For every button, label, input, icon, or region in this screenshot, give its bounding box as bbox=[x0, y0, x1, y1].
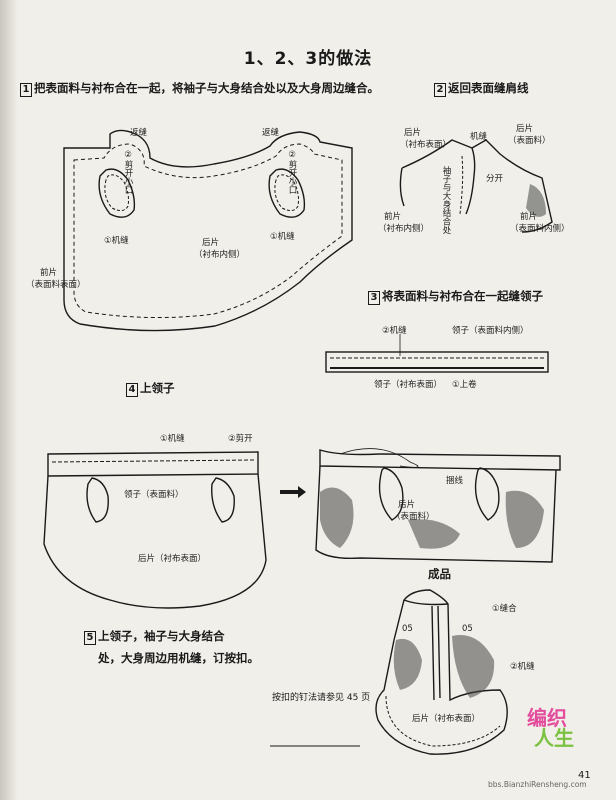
s3-label-lingzi: 领子（表面料内侧） bbox=[452, 326, 529, 336]
site-url: bbs.BianzhiRensheng.com bbox=[488, 780, 587, 789]
logo-line-1: 编织 bbox=[527, 706, 567, 730]
step-3-collar-strip bbox=[325, 351, 549, 373]
s4r-label-houpian-b: （表面料） bbox=[392, 512, 435, 522]
step-1-inner-seam bbox=[73, 143, 343, 319]
step-1-text: 把表面料与衬布合在一起，将袖子与大身结合处以及大身周边缝合。 bbox=[34, 81, 379, 95]
step-2-number: 2 bbox=[434, 83, 446, 97]
s2-label-qianpian-left: 前片 bbox=[384, 212, 402, 222]
step-5-text-line2: 处，大身周边用机缝，订按扣。 bbox=[98, 651, 259, 665]
snap-button-note: 按扣的钉法请参见 45 页 bbox=[272, 693, 371, 703]
step-4-right-armhole-r bbox=[474, 467, 500, 521]
s3-label-lingzi-b: 领子（衬布表面） bbox=[374, 380, 443, 390]
step-5-number: 5 bbox=[84, 631, 96, 645]
finished-hem-stitch bbox=[385, 695, 501, 747]
label-qianpian-1b: （表面料表面） bbox=[26, 280, 86, 290]
step-3-number: 3 bbox=[368, 291, 380, 305]
finished-label-jifeng: ②机缝 bbox=[510, 662, 535, 672]
s2-label-vertical: 袖子与大身结合处 bbox=[441, 166, 451, 234]
s2-label-houpian-right: 后片 bbox=[516, 124, 534, 134]
label-jifeng-left: ①机缝 bbox=[104, 236, 129, 246]
step-2-text: 返回表面缝肩线 bbox=[448, 81, 529, 95]
step-4-text: 上领子 bbox=[140, 381, 175, 395]
s2-label-qianpian-right-b: （表面料内侧） bbox=[510, 224, 570, 234]
step-1-armhole-left bbox=[98, 168, 136, 218]
label-jifeng-right: ①机缝 bbox=[270, 232, 295, 242]
s2-label-fenkai: 分开 bbox=[486, 174, 504, 184]
step-4-right-collar bbox=[319, 449, 561, 471]
s2-label-houpian-left: 后片 bbox=[404, 128, 422, 138]
s2-label-qianpian-right: 前片 bbox=[520, 212, 538, 222]
step-1-armhole-right-stitch bbox=[274, 174, 299, 212]
label-cut-right: ②剪开小口 bbox=[287, 150, 297, 194]
finished-garment-outline bbox=[375, 589, 508, 755]
step-4-right-armhole-l bbox=[378, 467, 404, 521]
finished-front-edge bbox=[431, 605, 441, 701]
s4-label-houpian: 后片（衬布表面） bbox=[138, 554, 207, 564]
step-4-arrow bbox=[280, 486, 306, 498]
step-4-right-thread bbox=[339, 448, 419, 468]
finished-label-05-left: 05 bbox=[402, 624, 413, 634]
step-4-right-body bbox=[315, 465, 557, 563]
step-4-body bbox=[43, 473, 267, 609]
logo-line-2: 人生 bbox=[534, 726, 574, 750]
step-4-armhole-left bbox=[86, 477, 109, 523]
step-1-armhole-right bbox=[268, 168, 306, 218]
step-1-number: 1 bbox=[20, 83, 32, 97]
step-1-armhole-left-stitch bbox=[104, 174, 129, 212]
step-2-center-seam bbox=[459, 155, 464, 215]
finished-collar bbox=[403, 599, 449, 606]
step-4-right-shade-1 bbox=[320, 487, 354, 548]
s4r-label-chuangfeng: 捆线 bbox=[446, 476, 464, 486]
step-2-right-shade bbox=[526, 184, 546, 217]
step-4-number: 4 bbox=[126, 383, 138, 397]
s4-label-jiankai: ②剪开 bbox=[228, 434, 253, 444]
finished-shade-right bbox=[452, 635, 495, 698]
s4-label-jifeng: ①机缝 bbox=[160, 434, 185, 444]
s3-label-shangjuan: ①上卷 bbox=[452, 380, 477, 390]
step-4-right-shade-2 bbox=[408, 519, 460, 549]
step-4-right-shade-3 bbox=[505, 490, 544, 548]
step-4-collar bbox=[47, 451, 259, 477]
page-number: 41 bbox=[578, 770, 591, 781]
page-title: 1、2、3的做法 bbox=[243, 49, 373, 69]
finished-shade-left bbox=[393, 638, 422, 690]
finished-label-houpian: 后片（衬布表面） bbox=[412, 714, 481, 724]
step-2-shoulder-outline bbox=[399, 139, 553, 233]
finished-heading: 成品 bbox=[428, 567, 451, 581]
s2-label-houpian-left-b: （衬布表面） bbox=[400, 140, 452, 150]
label-houpian-1b: （衬布内侧） bbox=[194, 250, 246, 260]
s2-label-jifeng: 机缝 bbox=[470, 132, 488, 142]
label-cut-left: ②剪开小口 bbox=[123, 150, 133, 194]
s3-label-jifeng: ②机缝 bbox=[382, 326, 407, 336]
step-3-text: 将表面料与衬布合在一起缝领子 bbox=[382, 289, 543, 303]
label-qianpian-1: 前片 bbox=[40, 268, 58, 278]
step-4-collar-stitch bbox=[51, 459, 255, 463]
step-5-text: 上领子，袖子与大身结合 bbox=[98, 629, 225, 643]
page-binding-shadow bbox=[0, 0, 18, 800]
s2-label-qianpian-left-b: （衬布内侧） bbox=[378, 224, 430, 234]
label-houpian-1: 后片 bbox=[202, 238, 220, 248]
label-fanfeng-left: 返缝 bbox=[130, 128, 148, 138]
s4-label-lingzi: 领子（表面料） bbox=[124, 490, 184, 500]
label-fanfeng-right: 返缝 bbox=[262, 128, 280, 138]
s4r-label-houpian: 后片 bbox=[398, 500, 416, 510]
s2-label-houpian-right-b: （表面料） bbox=[508, 136, 551, 146]
step-1-garment-outline bbox=[63, 129, 353, 332]
step-4-armhole-right bbox=[211, 477, 235, 523]
finished-label-05-right: 05 bbox=[462, 624, 473, 634]
finished-label-feng: ①缝合 bbox=[492, 604, 517, 614]
site-logo: 编织 人生 bbox=[512, 708, 582, 748]
